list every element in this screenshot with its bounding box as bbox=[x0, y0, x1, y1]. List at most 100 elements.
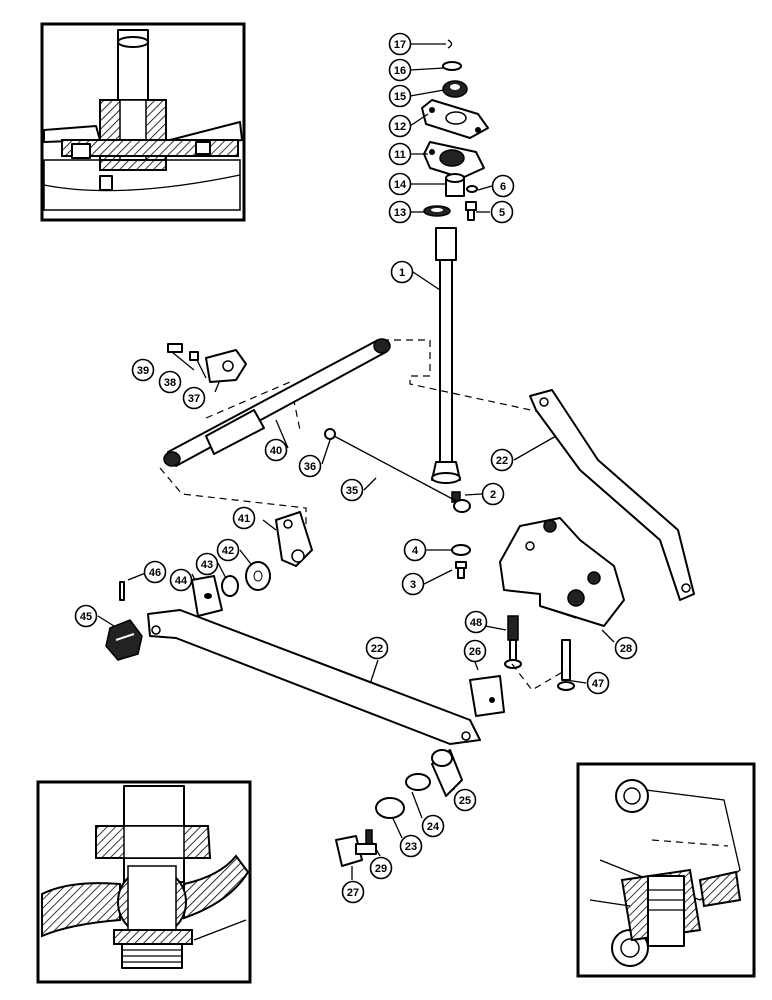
callout-24: 24 bbox=[421, 814, 445, 838]
callout-number: 3 bbox=[410, 579, 416, 591]
callout-circle bbox=[490, 448, 514, 472]
callout-circle bbox=[464, 610, 488, 634]
inset-lower-left bbox=[36, 780, 252, 984]
callout-48: 48 bbox=[464, 610, 488, 634]
cross-shaft-assembly bbox=[159, 338, 541, 539]
callout-circle bbox=[195, 552, 219, 576]
callout-number: 43 bbox=[201, 559, 213, 571]
callout-number: 1 bbox=[399, 267, 405, 279]
callout-40: 40 bbox=[264, 438, 288, 462]
plate-26 bbox=[469, 675, 505, 717]
callout-number: 36 bbox=[304, 461, 316, 473]
inset-upper-left bbox=[40, 22, 246, 222]
callout-38: 38 bbox=[158, 370, 182, 394]
callout-6: 6 bbox=[491, 174, 515, 198]
callout-circle bbox=[182, 386, 206, 410]
vertical-shaft-assembly bbox=[421, 39, 489, 503]
callout-number: 15 bbox=[394, 91, 406, 103]
callout-circle bbox=[403, 538, 427, 562]
callout-circle bbox=[388, 58, 412, 82]
callout-circle bbox=[341, 880, 365, 904]
callout-circle bbox=[143, 560, 167, 584]
callout-number: 45 bbox=[80, 611, 92, 623]
callout-39: 39 bbox=[131, 358, 155, 382]
callout-number: 17 bbox=[394, 39, 406, 51]
callout-3: 3 bbox=[401, 572, 425, 596]
callout-circle bbox=[388, 114, 412, 138]
inset-lower-right bbox=[576, 762, 756, 978]
callout-circle bbox=[264, 438, 288, 462]
callout-number: 25 bbox=[459, 795, 471, 807]
callout-circle bbox=[131, 358, 155, 382]
callout-number: 46 bbox=[149, 567, 161, 579]
callout-number: 14 bbox=[394, 179, 407, 191]
callout-circle bbox=[216, 538, 240, 562]
callout-circle bbox=[481, 482, 505, 506]
callout-25: 25 bbox=[453, 788, 477, 812]
callout-number: 22 bbox=[496, 455, 508, 467]
callout-circle bbox=[298, 454, 322, 478]
callout-number: 16 bbox=[394, 65, 406, 77]
strap-22-upper bbox=[529, 389, 695, 601]
callout-43: 43 bbox=[195, 552, 219, 576]
callout-number: 24 bbox=[427, 821, 440, 833]
callout-12: 12 bbox=[388, 114, 412, 138]
callout-26: 26 bbox=[463, 639, 487, 663]
callout-number: 4 bbox=[412, 545, 419, 557]
callout-number: 28 bbox=[620, 643, 632, 655]
callout-number: 40 bbox=[270, 445, 282, 457]
callout-circle bbox=[390, 260, 414, 284]
callout-46: 46 bbox=[143, 560, 167, 584]
callout-number: 29 bbox=[375, 863, 387, 875]
callout-circle bbox=[388, 200, 412, 224]
callout-15: 15 bbox=[388, 84, 412, 108]
callout-45: 45 bbox=[74, 604, 98, 628]
callout-circle bbox=[586, 671, 610, 695]
callout-23: 23 bbox=[399, 834, 423, 858]
callout-circle bbox=[388, 84, 412, 108]
callout-circle bbox=[388, 142, 412, 166]
callout-47: 47 bbox=[586, 671, 610, 695]
callout-circle bbox=[401, 572, 425, 596]
callout-circle bbox=[158, 370, 182, 394]
callout-22b: 22 bbox=[365, 636, 389, 660]
callout-circle bbox=[490, 200, 514, 224]
callout-circle bbox=[365, 636, 389, 660]
callout-17: 17 bbox=[388, 32, 412, 56]
callout-number: 47 bbox=[592, 678, 604, 690]
callout-number: 27 bbox=[347, 887, 359, 899]
callout-1: 1 bbox=[390, 260, 414, 284]
callout-number: 48 bbox=[470, 617, 482, 629]
callout-circle bbox=[614, 636, 638, 660]
callout-37: 37 bbox=[182, 386, 206, 410]
callout-circle bbox=[169, 568, 193, 592]
callout-22a: 22 bbox=[490, 448, 514, 472]
callout-42: 42 bbox=[216, 538, 240, 562]
callout-number: 44 bbox=[175, 575, 188, 587]
callout-35: 35 bbox=[340, 478, 364, 502]
callout-41: 41 bbox=[232, 506, 256, 530]
callout-13: 13 bbox=[388, 200, 412, 224]
washer-bolt bbox=[451, 544, 471, 579]
callout-circle bbox=[388, 172, 412, 196]
callout-5: 5 bbox=[490, 200, 514, 224]
callout-36: 36 bbox=[298, 454, 322, 478]
callout-27: 27 bbox=[341, 880, 365, 904]
callout-28: 28 bbox=[614, 636, 638, 660]
callout-number: 38 bbox=[164, 377, 176, 389]
callout-circle bbox=[399, 834, 423, 858]
callout-number: 5 bbox=[499, 207, 505, 219]
callout-circle bbox=[453, 788, 477, 812]
linkage-parts bbox=[105, 511, 313, 661]
callout-circle bbox=[388, 32, 412, 56]
callout-number: 22 bbox=[371, 643, 383, 655]
bushing-stack bbox=[335, 749, 463, 867]
callout-number: 23 bbox=[405, 841, 417, 853]
callout-16: 16 bbox=[388, 58, 412, 82]
callout-circle bbox=[463, 639, 487, 663]
callout-circle bbox=[491, 174, 515, 198]
callout-number: 11 bbox=[394, 149, 406, 161]
callout-number: 41 bbox=[238, 513, 250, 525]
callout-29: 29 bbox=[369, 856, 393, 880]
callout-circle bbox=[232, 506, 256, 530]
